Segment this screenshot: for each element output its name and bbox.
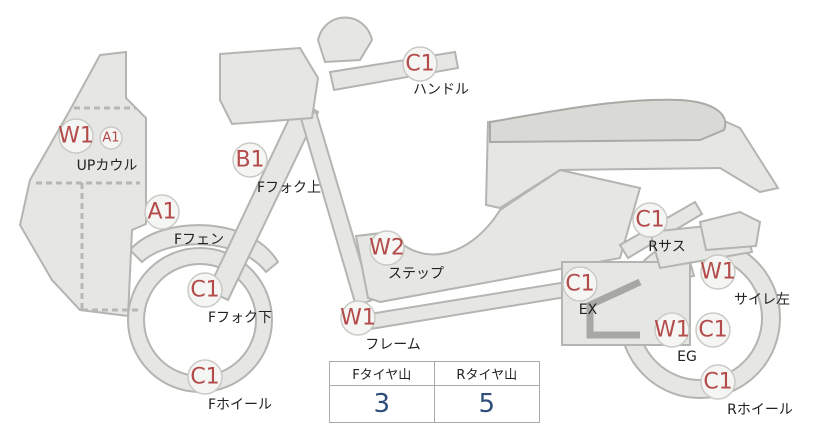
up-cowl-badge-2: A1 (102, 131, 119, 146)
frame-label: フレーム (365, 337, 421, 353)
handle-badge-circle (402, 46, 438, 82)
up-cowl-badge2-circle (99, 126, 123, 150)
front-fender-badge: A1 (147, 200, 176, 225)
muffler-left-annotation: W1 サイレ左 (700, 254, 790, 308)
engine-badge2-circle (695, 312, 731, 348)
frame-badge-circle (340, 300, 376, 336)
fork-lower-label: Fフォク下 (208, 310, 272, 326)
fork-lower-annotation: C1 Fフォク下 (187, 272, 272, 326)
front-wheel-label: Fホイール (208, 397, 272, 413)
exhaust-annotation: C1 EX (562, 266, 598, 318)
up-cowl-annotation: W1 A1 UPカウル (58, 118, 138, 174)
up-cowl-label: UPカウル (77, 158, 138, 174)
front-fork-shape (206, 98, 320, 302)
front-tire-header: Fタイヤ山 (330, 362, 435, 386)
handle-badge: C1 (405, 52, 434, 77)
front-tire-value: 3 (330, 386, 435, 422)
exhaust-label: EX (579, 302, 598, 318)
exhaust-badge-circle (562, 266, 598, 302)
headlight-shape (219, 46, 320, 126)
engine-badge: W1 (654, 318, 690, 343)
rear-wheel-annotation: C1 Rホイール (700, 364, 793, 418)
engine-badge-circle (654, 312, 690, 348)
frame-annotation: W1 フレーム (340, 300, 421, 353)
engine-annotation: W1 C1 EG (654, 312, 731, 365)
rear-suspension-badge: C1 (635, 208, 664, 233)
fork-upper-annotation: B1 Fフォク上 (232, 142, 321, 196)
front-fender-label: Fフェン (174, 232, 224, 248)
muffler-left-label: サイレ左 (734, 292, 790, 308)
frame-badge: W1 (340, 306, 376, 331)
cowl-dashed-outline (36, 106, 140, 312)
fork-upper-badge: B1 (235, 148, 264, 173)
engine-label: EG (677, 349, 697, 365)
step-badge-circle (369, 230, 405, 266)
handle-annotation: C1 ハンドル (402, 46, 469, 98)
muffler-left-badge-circle (700, 254, 736, 290)
exhaust-shape (586, 278, 642, 339)
handle-label: ハンドル (413, 82, 469, 98)
front-fender-annotation: A1 Fフェン (144, 194, 224, 248)
exhaust-badge: C1 (565, 272, 594, 297)
fork-upper-label: Fフォク上 (257, 180, 321, 196)
up-cowl-badge-circle (58, 118, 94, 154)
front-wheel-annotation: C1 Fホイール (187, 359, 272, 413)
frame-tube-shape (298, 110, 374, 308)
fork-lower-badge-circle (187, 272, 223, 308)
front-wheel-badge: C1 (190, 365, 219, 390)
muffler-left-badge: W1 (700, 260, 736, 285)
rear-suspension-badge-circle (632, 202, 668, 238)
rear-wheel-label: Rホイール (727, 402, 793, 418)
step-annotation: W2 ステップ (369, 230, 444, 282)
fork-lower-badge: C1 (190, 278, 219, 303)
rear-suspension-annotation: C1 Rサス (632, 202, 686, 255)
rear-wheel-badge-circle (700, 364, 736, 400)
fork-upper-badge-circle (232, 142, 268, 178)
rear-tire-header: Rタイヤ山 (434, 362, 539, 386)
up-cowl-badge: W1 (58, 124, 94, 149)
rear-wheel-badge: C1 (703, 370, 732, 395)
front-wheel-badge-circle (187, 359, 223, 395)
rear-tire-value: 5 (478, 389, 496, 419)
muffler-shape (698, 210, 762, 252)
rear-suspension-label: Rサス (648, 239, 685, 255)
mirror-shape (316, 16, 374, 64)
step-badge: W2 (369, 236, 405, 261)
tire-tread-table: Fタイヤ山 Rタイヤ山 3 5 (329, 361, 540, 423)
front-fender-badge-circle (144, 194, 180, 230)
step-label: ステップ (388, 266, 444, 282)
engine-badge-2: C1 (698, 318, 727, 343)
seat-shape (489, 98, 727, 144)
